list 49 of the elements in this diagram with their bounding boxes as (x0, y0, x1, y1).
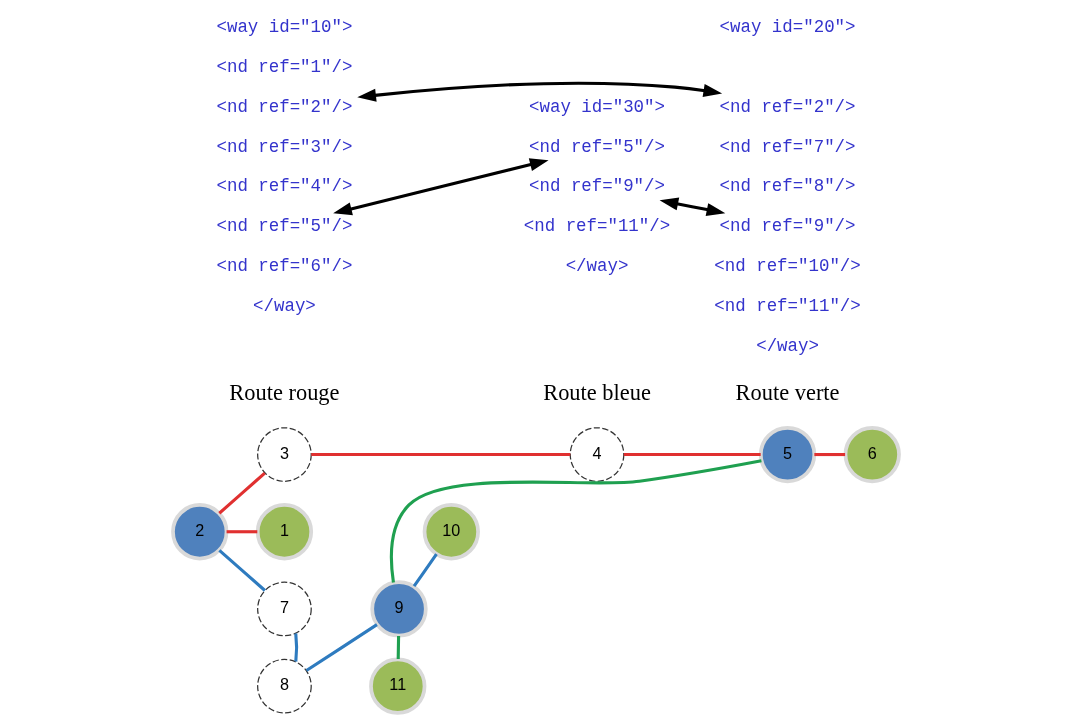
node-circle: 7 (256, 581, 312, 637)
connector (412, 553, 438, 588)
node-text: </way> (252, 295, 316, 316)
connector (623, 452, 761, 457)
node-text: <nd ref="6"/> (215, 256, 352, 277)
node-text: <nd ref="1"/> (215, 56, 352, 77)
node-text: <nd ref="11"/> (523, 216, 670, 237)
connector (217, 549, 266, 592)
connector (813, 452, 845, 457)
node-circle: 5 (758, 425, 816, 484)
node-text: <way id="20"> (719, 16, 856, 37)
node-circle: 10 (422, 503, 480, 561)
node-circle: 6 (843, 425, 901, 484)
label: Route verte (735, 379, 840, 405)
node-text: <nd ref="8"/> (719, 176, 856, 197)
connector (293, 633, 298, 662)
connector (396, 635, 400, 659)
node-text: <way id="30"> (528, 96, 665, 117)
node-text: <nd ref="11"/> (713, 295, 861, 316)
node-circle: 1 (255, 503, 313, 561)
node-circle: 8 (256, 658, 312, 714)
node-text: <nd ref="7"/> (719, 136, 856, 157)
arrow (332, 158, 549, 216)
node-text: </way> (755, 335, 819, 356)
node-circle: 9 (369, 580, 428, 638)
connector (305, 623, 378, 672)
connector (310, 452, 570, 457)
node-text: <nd ref="4"/> (215, 176, 352, 197)
arrow (659, 197, 725, 216)
connector (389, 459, 762, 583)
connector (226, 530, 257, 534)
node-text: <nd ref="5"/> (215, 216, 352, 237)
node-circle: 4 (569, 427, 624, 482)
node-text: <nd ref="2"/> (215, 96, 352, 117)
label: Route rouge (228, 379, 340, 405)
connector (217, 471, 266, 515)
node-circle: 11 (368, 657, 426, 715)
node-circle: 3 (256, 427, 312, 482)
node-text: <nd ref="10"/> (713, 256, 861, 277)
node-text: <nd ref="2"/> (719, 96, 856, 117)
node-text: <nd ref="9"/> (719, 216, 856, 237)
node-text: </way> (565, 256, 628, 277)
node-text: <nd ref="9"/> (528, 176, 665, 197)
node-text: <nd ref="5"/> (528, 136, 665, 157)
node-text: <nd ref="3"/> (215, 136, 352, 157)
node-text: <way id="10"> (215, 16, 352, 37)
node-circle: 2 (170, 503, 228, 561)
arrow (356, 81, 722, 102)
label: Route bleue (542, 379, 651, 405)
